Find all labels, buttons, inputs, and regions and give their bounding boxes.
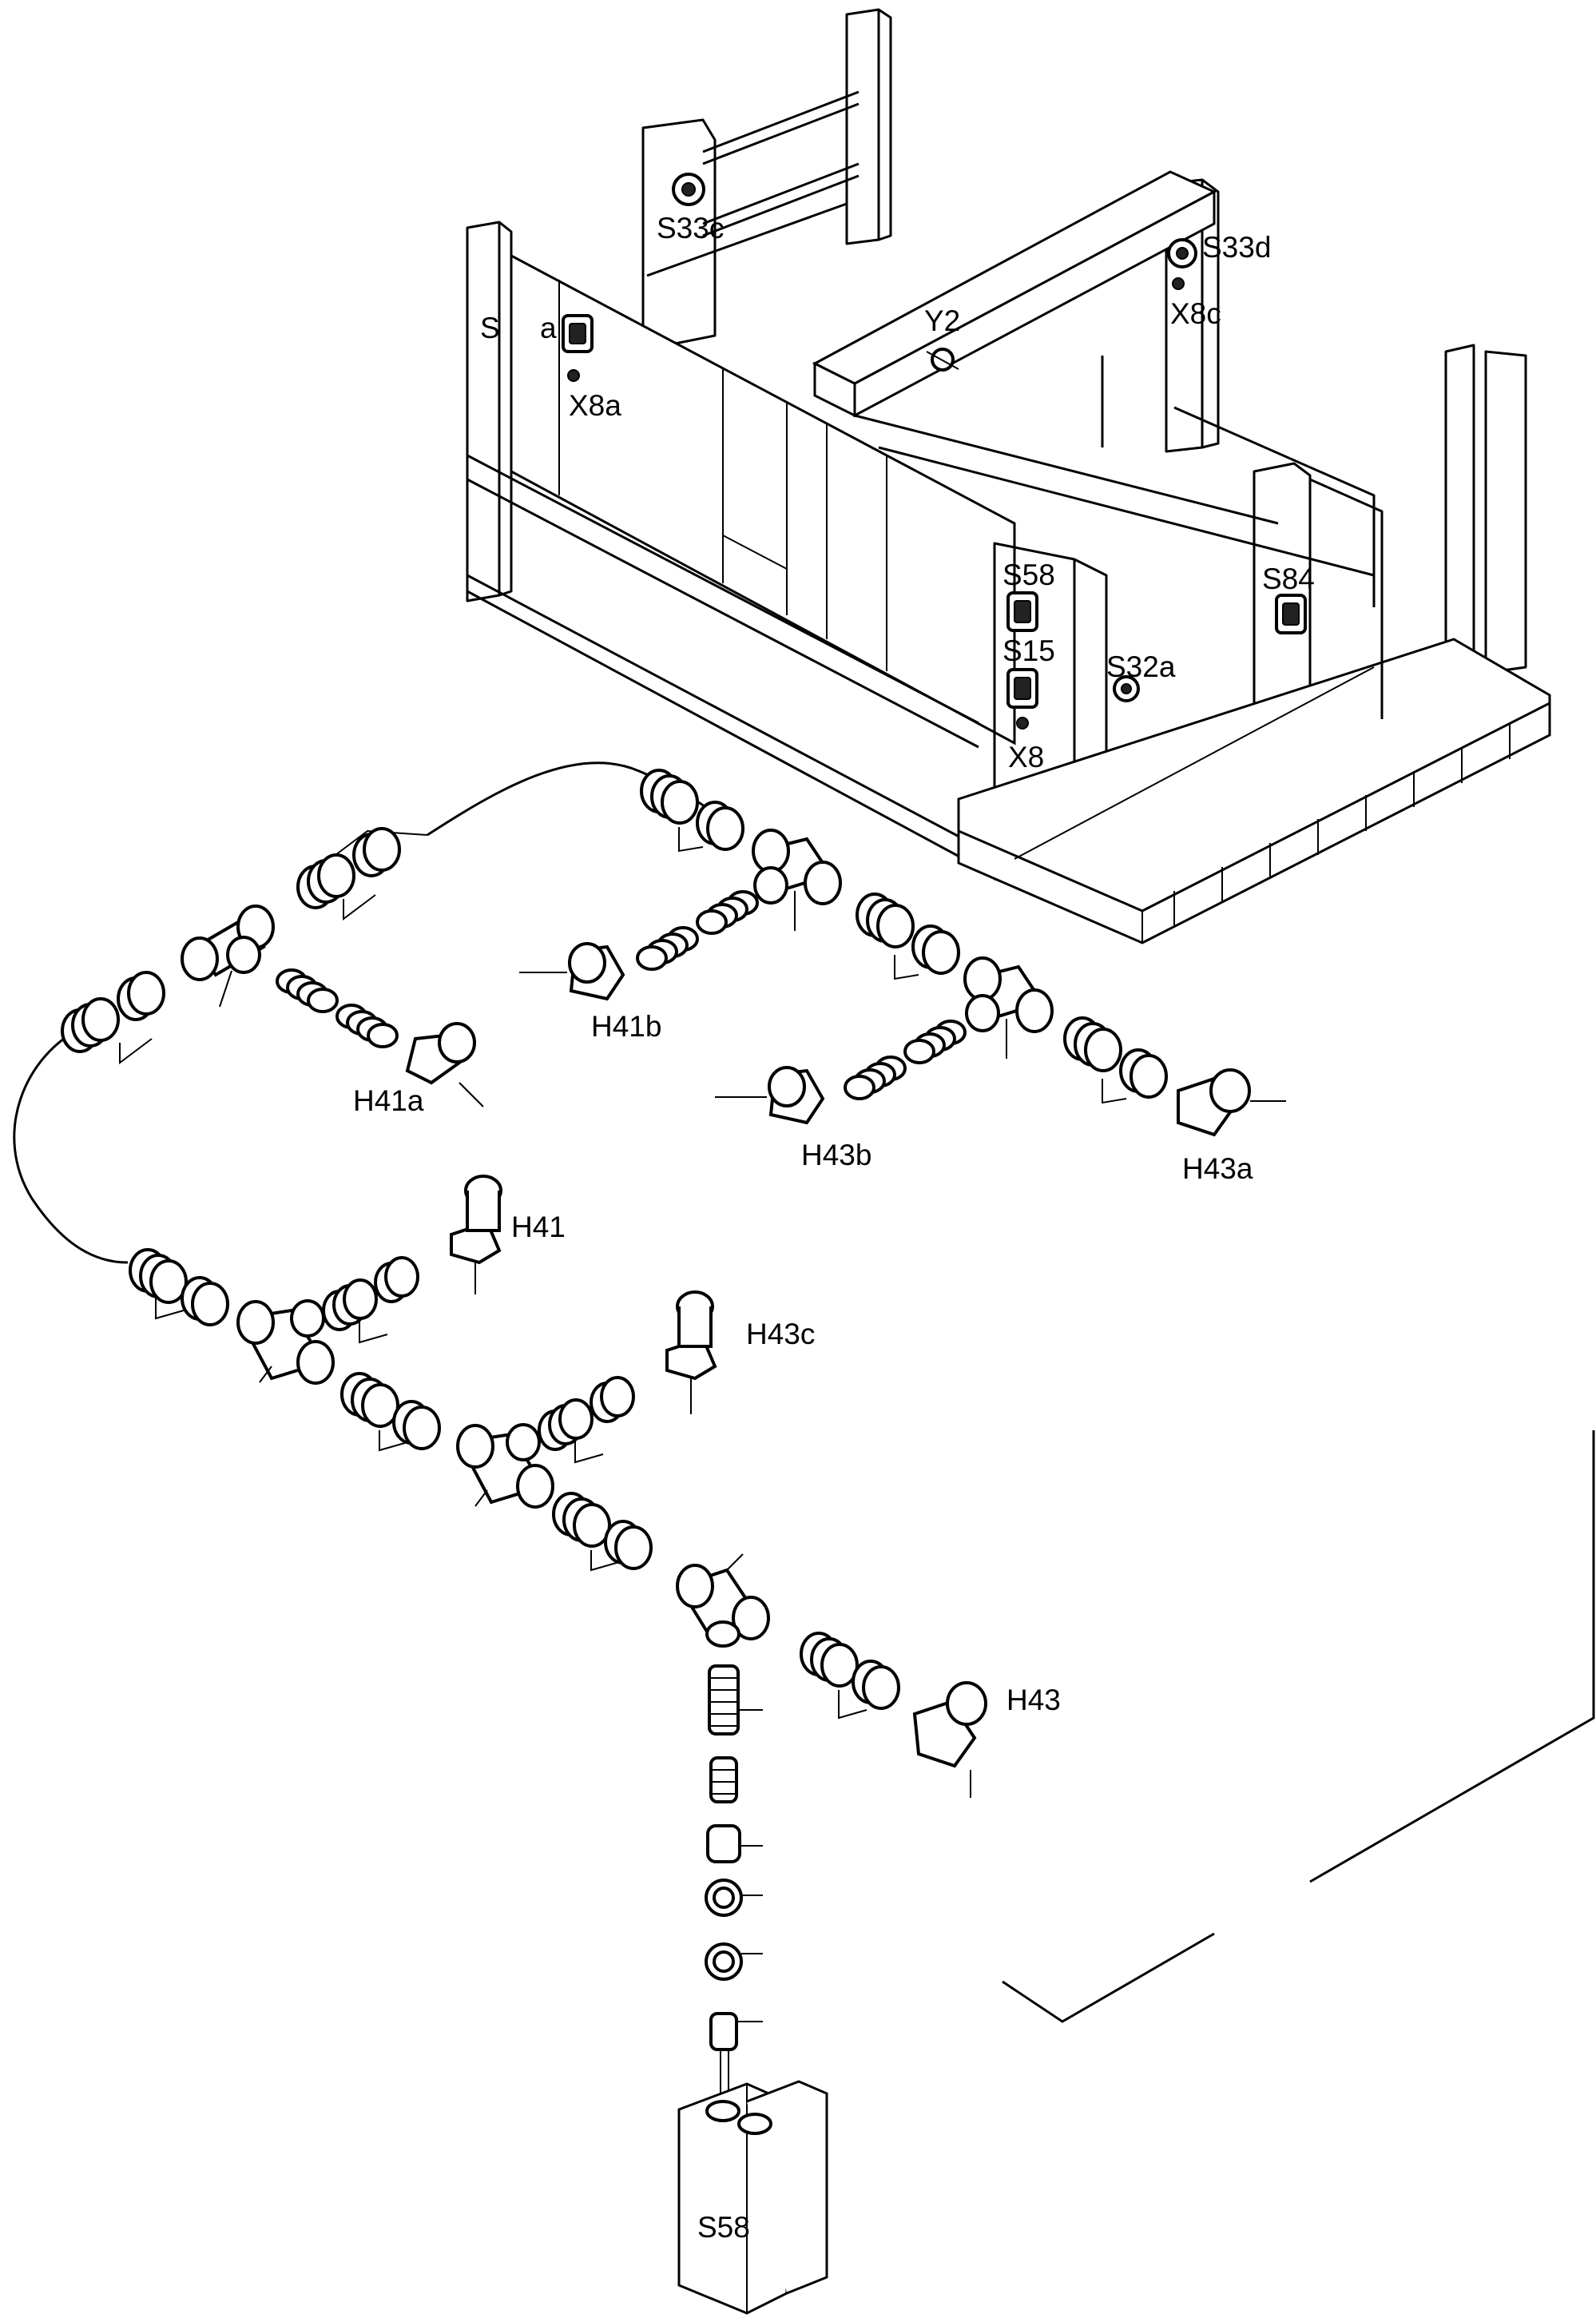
label-a: a <box>540 312 557 344</box>
bellow-ul-1 <box>61 971 165 1064</box>
label-h41b: H41b <box>591 1010 661 1043</box>
label-x8: X8 <box>1008 741 1044 773</box>
label-s15: S15 <box>1002 634 1055 667</box>
elbow-h41a <box>405 1022 484 1107</box>
label-h43: H43 <box>1006 1684 1061 1716</box>
elbow-h41 <box>450 1175 502 1294</box>
switch-box-s58 <box>677 2080 828 2315</box>
bellow-ur-1 <box>640 769 744 853</box>
label-y2: Y2 <box>924 304 960 337</box>
switch-s84-device <box>1275 594 1307 634</box>
label-s58-box: S58 <box>697 2211 750 2244</box>
bellow-lm-4 <box>800 1632 900 1720</box>
label-s33c: S33c <box>657 212 724 245</box>
label-s32a: S32a <box>1106 650 1176 683</box>
label-h43b: H43b <box>801 1139 871 1171</box>
bellow-lm-branch-h41 <box>322 1256 419 1344</box>
tee-fitting-lm-1 <box>236 1299 335 1385</box>
label-h43c: H43c <box>746 1318 815 1350</box>
tee-fitting-lm-3 <box>676 1553 770 1648</box>
valve-y2-device <box>926 348 959 372</box>
label-s33d: S33d <box>1202 231 1271 264</box>
switch-s33d-device <box>1167 238 1197 290</box>
elbow-h43b <box>715 1066 825 1125</box>
bellow-ur-4 <box>844 1020 967 1100</box>
switch-s32a-device <box>1113 675 1140 702</box>
label-s84: S84 <box>1262 563 1315 595</box>
switch-a-device <box>562 314 594 382</box>
label-x8a: X8a <box>569 389 621 422</box>
bellow-ul-2 <box>296 827 401 920</box>
bellow-ur-3 <box>856 893 960 980</box>
switch-s15-device <box>1006 668 1038 730</box>
bellow-lm-2 <box>340 1372 441 1452</box>
bellow-ur-5 <box>1063 1016 1168 1104</box>
label-s: S <box>480 312 500 344</box>
bellow-lm-branch-h43c <box>538 1376 635 1464</box>
connector-x8-icon <box>1016 717 1029 730</box>
tee-fitting-ur-1 <box>752 829 842 931</box>
machine-frame <box>466 8 1551 944</box>
bellow-ur-2 <box>636 890 759 971</box>
label-h41a: H41a <box>353 1084 424 1117</box>
connector-x8c-icon <box>1172 277 1185 290</box>
elbow-h43c <box>665 1290 717 1414</box>
tee-fitting-ur-2 <box>963 956 1054 1059</box>
tee-fitting-lm-2 <box>456 1423 554 1509</box>
label-s58-top: S58 <box>1002 559 1055 591</box>
switch-s58-device <box>1006 591 1038 632</box>
stray-line-right <box>1002 1430 1595 2023</box>
label-h41: H41 <box>511 1211 566 1243</box>
connector-x8a-icon <box>567 369 580 382</box>
vertical-drop <box>705 1664 763 2101</box>
bellow-lm-3 <box>552 1492 653 1572</box>
switch-s33c-device <box>672 173 705 206</box>
bellow-lm-1 <box>129 1248 229 1326</box>
bellow-ul-3 <box>276 968 399 1048</box>
elbow-h43 <box>912 1681 987 1798</box>
frame-devices <box>562 173 1307 730</box>
labels: S33c S33d S a X8a Y2 X8c S58 S84 S15 S32… <box>353 212 1315 2244</box>
elbow-h41b <box>519 942 625 1001</box>
label-h43a: H43a <box>1182 1152 1253 1185</box>
elbow-h43a <box>1177 1068 1286 1137</box>
conduit-assembly <box>13 761 1595 2315</box>
label-x8c: X8c <box>1170 297 1221 330</box>
tee-fitting-ul <box>181 905 275 1008</box>
